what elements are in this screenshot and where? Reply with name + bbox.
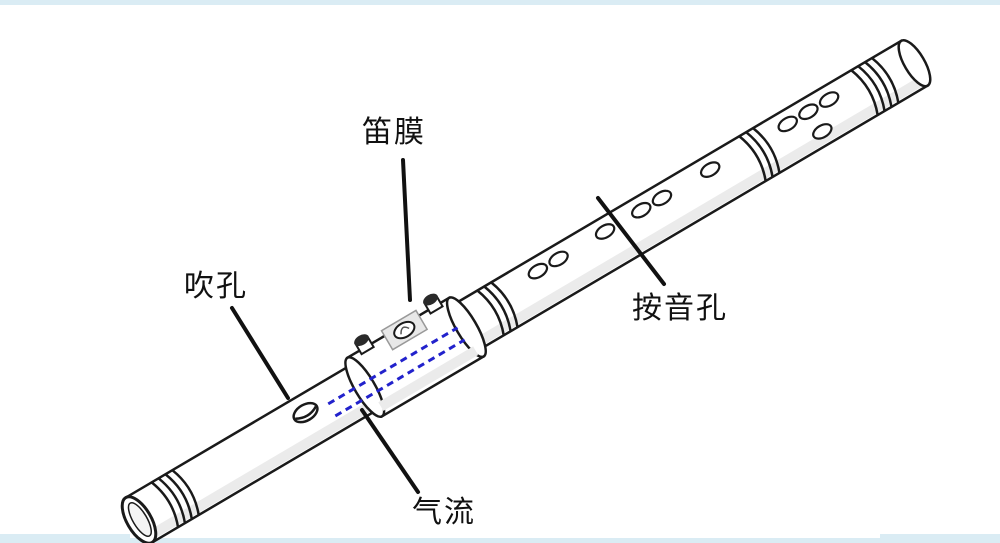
leader-airflow: [360, 408, 420, 494]
label-membrane: 笛膜: [362, 115, 426, 150]
leader-finger-holes: [596, 196, 666, 286]
leader-membrane: [401, 158, 412, 302]
rings-upper: [738, 127, 781, 182]
membrane-sleeve-front: [344, 356, 386, 419]
label-blow-hole: 吹孔: [184, 269, 248, 304]
label-finger-holes: 按音孔: [632, 291, 728, 326]
far-end: [897, 38, 932, 88]
blow-hole-shade: [295, 405, 317, 420]
flute-shade: [149, 77, 924, 539]
sleeve-bolts: [354, 293, 444, 356]
leader-blow-hole: [230, 306, 290, 400]
flute: [120, 38, 932, 543]
membrane-sleeve-shade: [378, 346, 479, 411]
rings-mid: [476, 281, 519, 336]
airflow-lines: [327, 326, 466, 418]
rings-near: [150, 469, 200, 528]
label-airflow: 气流: [412, 495, 476, 530]
membrane-hole: [393, 320, 416, 340]
membrane-symbol: [400, 326, 410, 335]
leader-lines: [230, 158, 666, 494]
rings-far: [850, 57, 900, 116]
bore-inner: [127, 501, 152, 537]
finger-holes: [527, 91, 840, 280]
membrane-sleeve-back: [445, 296, 487, 359]
